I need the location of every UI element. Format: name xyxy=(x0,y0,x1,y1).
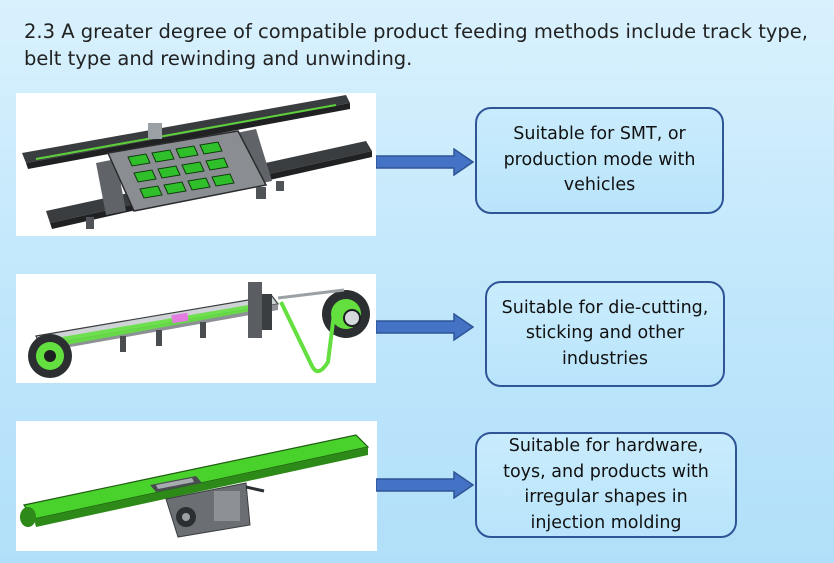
right-arrow-icon xyxy=(375,312,475,342)
caption-box-3: Suitable for hardware, toys, and product… xyxy=(475,432,737,538)
belt-type-image xyxy=(16,421,377,551)
track-type-feeder-render-icon xyxy=(16,93,376,236)
rewind-unwind-feeder-render-icon xyxy=(16,274,376,383)
caption-3-text: Suitable for hardware, toys, and product… xyxy=(503,436,709,533)
rewind-unwind-image xyxy=(16,274,376,383)
right-arrow-icon xyxy=(375,470,475,500)
track-type-image xyxy=(16,93,376,236)
slide-title: 2.3 A greater degree of compatible produ… xyxy=(24,20,808,70)
caption-box-1: Suitable for SMT, or production mode wit… xyxy=(475,107,724,214)
arrow-3 xyxy=(375,470,475,503)
arrow-1 xyxy=(375,147,475,180)
caption-1-text: Suitable for SMT, or production mode wit… xyxy=(503,124,696,196)
right-arrow-icon xyxy=(375,147,475,177)
caption-box-2: Suitable for die-cutting, sticking and o… xyxy=(485,281,725,387)
arrow-2 xyxy=(375,312,475,345)
caption-2-text: Suitable for die-cutting, sticking and o… xyxy=(501,297,709,369)
belt-conveyor-feeder-render-icon xyxy=(16,421,377,551)
